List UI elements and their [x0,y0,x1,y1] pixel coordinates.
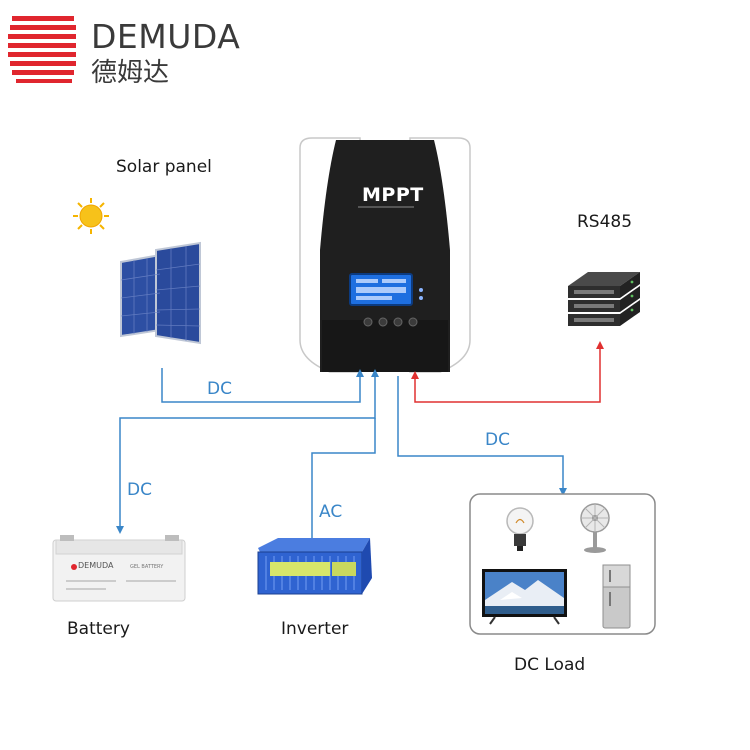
mppt-controller [299,137,471,373]
light-bulb-icon [506,507,534,551]
solar-panel-label: Solar panel [116,157,212,177]
controller-button-1 [363,317,373,327]
controller-button-4 [408,317,418,327]
mppt-badge: MPPT [362,184,424,206]
sun-icon [73,198,109,234]
battery-dc-label: DC [127,480,152,500]
battery-type-print: GEL BATTERY [130,564,164,570]
dc-load-label: DC Load [514,655,586,675]
fan-icon [580,503,610,553]
battery-icon [52,535,186,602]
inverter-label: Inverter [281,619,349,639]
rs485-connection-line [411,341,604,403]
rs485-device-icon [568,272,640,326]
refrigerator-icon [602,564,631,629]
television-icon [482,569,567,625]
battery-label: Battery [67,619,130,639]
load-dc-label: DC [485,430,510,450]
brand-logo-icon [8,16,76,83]
inverter-ac-label: AC [319,502,343,522]
controller-button-3 [393,317,403,327]
brand-name: DEMUDA [91,17,241,56]
battery-brand-print: DEMUDA [78,561,114,570]
rs485-label: RS485 [577,212,633,232]
solar-dc-label: DC [207,379,232,399]
inverter-icon [257,538,372,595]
controller-button-2 [378,317,388,327]
solar-panel-icon [120,241,201,345]
brand-name-chinese: 德姆达 [91,58,170,88]
dc-connection-lines [119,368,564,541]
